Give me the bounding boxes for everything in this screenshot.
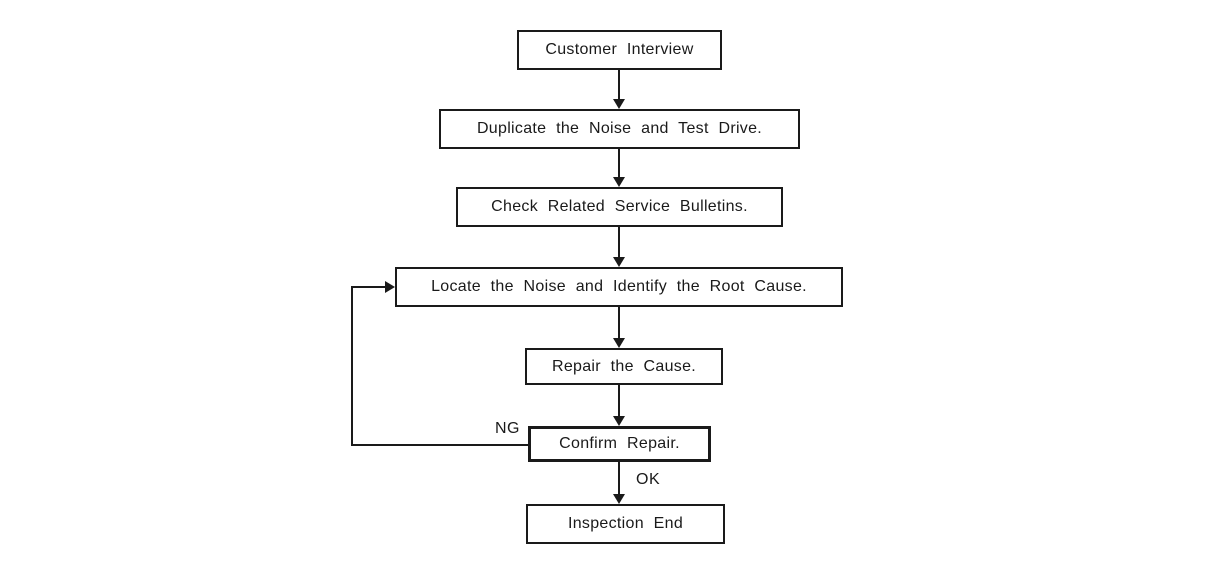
edge-label-ng: NG	[495, 420, 520, 437]
arrowhead-down-icon	[613, 338, 625, 348]
arrow-line	[618, 307, 620, 339]
flow-node-confirm-repair: Confirm Repair.	[528, 426, 711, 462]
arrowhead-down-icon	[613, 177, 625, 187]
arrow-line	[618, 385, 620, 417]
arrow-line	[618, 149, 620, 178]
flow-node-check-service-bulletins: Check Related Service Bulletins.	[456, 187, 783, 227]
flow-node-customer-interview: Customer Interview	[517, 30, 722, 70]
feedback-line-bottom	[351, 444, 528, 446]
flow-node-duplicate-noise-test-drive: Duplicate the Noise and Test Drive.	[439, 109, 800, 149]
arrowhead-right-icon	[385, 281, 395, 293]
edge-label-ok: OK	[636, 471, 661, 488]
feedback-line-top	[351, 286, 387, 288]
flow-node-inspection-end: Inspection End	[526, 504, 725, 544]
arrow-line	[618, 70, 620, 100]
arrowhead-down-icon	[613, 99, 625, 109]
arrow-line	[618, 227, 620, 259]
arrowhead-down-icon	[613, 494, 625, 504]
arrow-line	[618, 462, 620, 495]
flow-node-repair-the-cause: Repair the Cause.	[525, 348, 723, 385]
feedback-line-left	[351, 286, 353, 446]
arrowhead-down-icon	[613, 257, 625, 267]
flow-node-locate-noise-root-cause: Locate the Noise and Identify the Root C…	[395, 267, 843, 307]
arrowhead-down-icon	[613, 416, 625, 426]
